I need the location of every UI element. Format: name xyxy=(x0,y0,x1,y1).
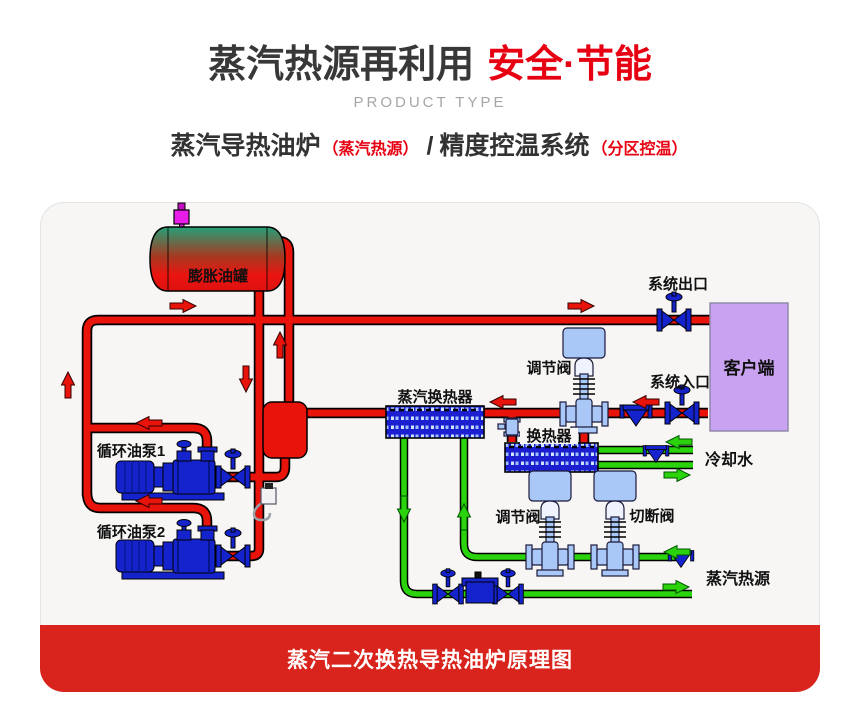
footer-caption: 蒸汽二次换热导热油炉原理图 xyxy=(287,648,573,672)
label-circulating-pump-1: 循环油泵1 xyxy=(97,442,165,460)
label-system-outlet: 系统出口 xyxy=(648,275,708,293)
heat-exchanger-box xyxy=(504,442,599,473)
footer-banner: 蒸汽二次换热导热油炉原理图 xyxy=(40,625,820,692)
subtitle-part2: 精度控温系统 xyxy=(439,131,590,160)
label-heat-exchanger: 换热器 xyxy=(526,427,572,445)
label-client: 客户端 xyxy=(723,358,775,378)
label-circulating-pump-2: 循环油泵2 xyxy=(97,523,165,541)
eyebrow-product-type: PRODUCT TYPE xyxy=(353,93,507,111)
label-steam-heat-exchanger: 蒸汽换热器 xyxy=(397,388,473,406)
regulating-valve-top-icon xyxy=(559,327,609,434)
bypass-fitting-icon xyxy=(497,417,521,437)
subtitle-part1-note: （蒸汽热源） xyxy=(322,140,419,158)
label-regulating-valve-top: 调节阀 xyxy=(526,359,571,377)
subtitle-part1: 蒸汽导热油炉 xyxy=(170,131,321,160)
tank-sensor-head xyxy=(173,209,190,225)
client-box xyxy=(709,302,789,432)
label-expansion-tank: 膨胀油罐 xyxy=(188,267,248,285)
label-steam-heat-source: 蒸汽热源 xyxy=(706,569,770,588)
steam-trap-icon xyxy=(461,571,499,604)
expansion-tank xyxy=(149,202,286,292)
label-regulating-valve-bottom: 调节阀 xyxy=(495,508,540,526)
label-backing xyxy=(520,428,578,444)
label-cooling-water: 冷却水 xyxy=(705,450,754,469)
condensate-valve-1-icon xyxy=(432,568,464,605)
label-cutoff-valve: 切断阀 xyxy=(629,507,674,525)
label-system-inlet: 系统入口 xyxy=(650,373,710,391)
subtitle-divider: / xyxy=(426,131,434,160)
header: 蒸汽热源再利用安全·节能 PRODUCT TYPE 蒸汽导热油炉（蒸汽热源） /精… xyxy=(0,0,860,162)
subtitle: 蒸汽导热油炉（蒸汽热源） /精度控温系统（分区控温） xyxy=(0,126,860,162)
title-main: 蒸汽热源再利用 xyxy=(208,44,475,86)
temperature-sensor-icon xyxy=(252,483,277,522)
title-accent: 安全·节能 xyxy=(487,44,652,86)
separator-vessel xyxy=(262,401,308,459)
steam-heat-exchanger-box xyxy=(385,405,485,439)
page-title: 蒸汽热源再利用安全·节能 xyxy=(0,0,860,87)
subtitle-part2-note: （分区控温） xyxy=(591,140,688,158)
